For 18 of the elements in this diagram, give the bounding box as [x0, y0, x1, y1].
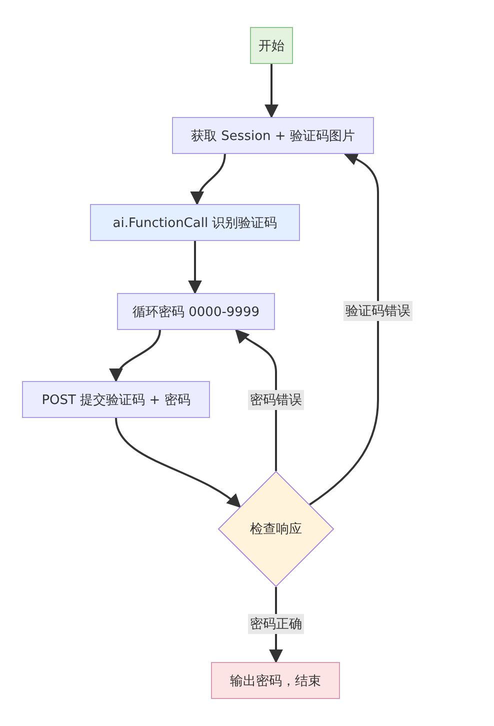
arrow [234, 329, 277, 471]
edge-label: 密码正确 [248, 614, 304, 634]
process-box: 开始 [250, 27, 293, 64]
decision-diamond [218, 471, 334, 587]
edge-label: 密码错误 [248, 390, 304, 410]
node-text: 检查响应 [250, 521, 302, 538]
process-box: 获取 Session + 验证码图片 [172, 117, 374, 154]
arrow [191, 154, 226, 206]
process-box: POST 提交验证码 + 密码 [22, 381, 210, 418]
edge-label: 验证码错误 [344, 301, 412, 321]
arrow [110, 330, 161, 382]
process-box: 输出密码，结束 [211, 662, 340, 699]
arrow [115, 418, 242, 508]
arrow [264, 64, 278, 118]
arrow [309, 152, 379, 506]
arrow [188, 241, 202, 294]
process-box: ai.FunctionCall 识别验证码 [90, 204, 300, 241]
process-box: 循环密码 0000-9999 [117, 293, 275, 330]
